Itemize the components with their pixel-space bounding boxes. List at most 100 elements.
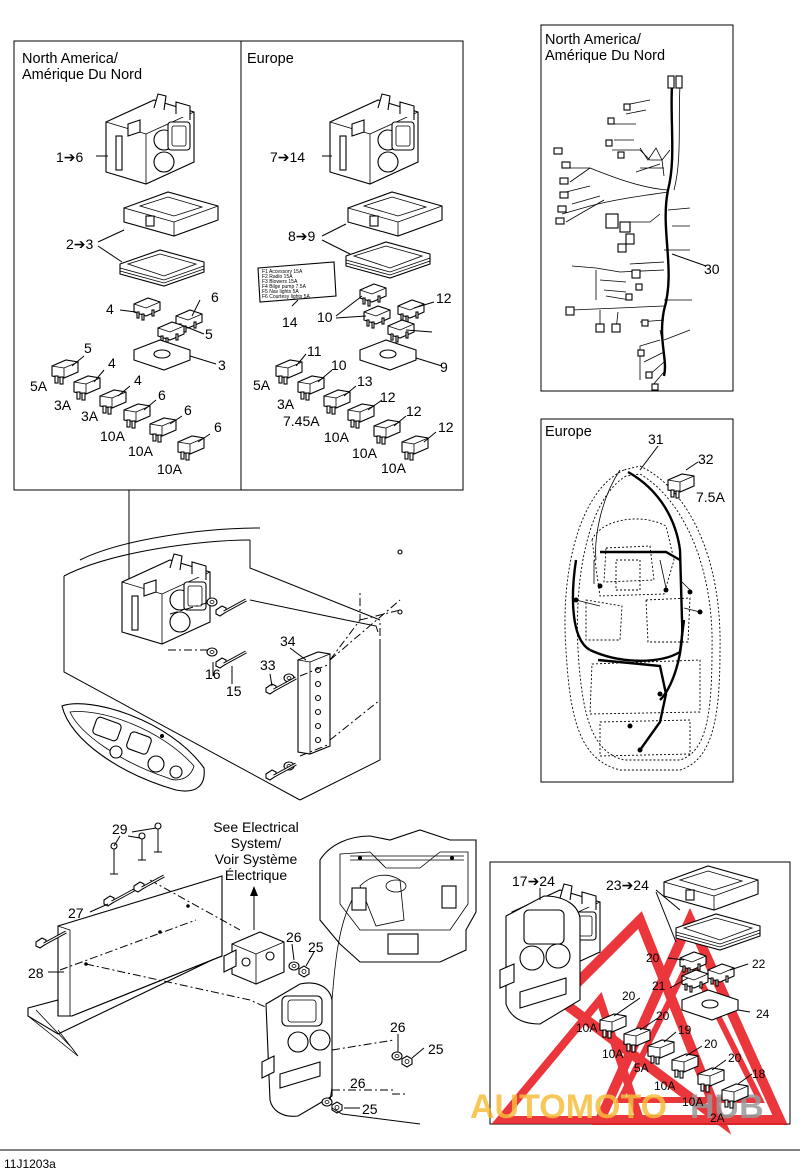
callout-11: 11 bbox=[307, 343, 322, 359]
automotohub-watermark: AUTOMOTO HUB bbox=[470, 907, 788, 1135]
callout-22: 22 bbox=[752, 957, 766, 971]
callout-6: 6 bbox=[211, 289, 219, 305]
install-path bbox=[149, 879, 241, 931]
fuse-plate bbox=[133, 339, 191, 371]
leader-30 bbox=[671, 253, 707, 267]
callout-21: 21 bbox=[652, 979, 666, 993]
relay bbox=[397, 299, 425, 323]
leader-23-24 bbox=[655, 891, 677, 943]
callout-6: 6 bbox=[158, 387, 166, 403]
callout-12: 12 bbox=[406, 403, 422, 419]
screw bbox=[102, 888, 136, 908]
callout-25: 25 bbox=[308, 939, 324, 955]
callout-12: 12 bbox=[436, 290, 452, 306]
harness-panel-title-2: Amérique Du Nord bbox=[545, 48, 665, 64]
callout-5: 5 bbox=[84, 340, 92, 356]
callout-10: 10 bbox=[317, 309, 333, 325]
callout-20: 20 bbox=[656, 1009, 670, 1023]
leader-34 bbox=[289, 647, 307, 661]
callout-5: 5 bbox=[205, 326, 213, 342]
callout-33: 33 bbox=[260, 657, 276, 673]
callout-3: 3 bbox=[218, 357, 226, 373]
fuse-box bbox=[329, 93, 419, 185]
fuse-box bbox=[105, 93, 195, 185]
callout-30: 30 bbox=[704, 261, 720, 277]
callout-12: 12 bbox=[438, 419, 454, 435]
fuse bbox=[347, 403, 375, 429]
callout-20: 20 bbox=[704, 1037, 718, 1051]
callout-25: 25 bbox=[362, 1101, 378, 1117]
callout-10A: 10A bbox=[654, 1079, 675, 1093]
leader-25 bbox=[411, 1047, 425, 1059]
callout-1-6: 1➔6 bbox=[56, 149, 84, 165]
washer bbox=[206, 597, 218, 607]
na-panel-title-2: Amérique Du Nord bbox=[22, 67, 142, 83]
note-line-3: Voir Système bbox=[215, 851, 298, 867]
callout-4: 4 bbox=[106, 301, 114, 317]
install-path bbox=[299, 590, 381, 757]
callout-24: 24 bbox=[756, 1007, 770, 1021]
callout-10A: 10A bbox=[100, 428, 126, 444]
callout-8-9: 8➔9 bbox=[288, 228, 316, 244]
relay bbox=[359, 283, 387, 307]
callout-7.45A: 7.45A bbox=[283, 413, 320, 429]
bus-bar bbox=[297, 651, 331, 755]
harness-panel-frame bbox=[540, 24, 734, 392]
callout-25: 25 bbox=[428, 1041, 444, 1057]
console-harness-path bbox=[331, 899, 353, 1001]
fuse bbox=[671, 1053, 699, 1079]
cover-gasket bbox=[119, 249, 205, 287]
washer bbox=[206, 647, 218, 657]
relay bbox=[133, 297, 161, 321]
eu-panel-title: Europe bbox=[247, 51, 294, 67]
na-panel-title-1: North America/ bbox=[22, 51, 119, 67]
leader-26 bbox=[329, 1087, 333, 1101]
watermark-text-1: AUTOMOTO bbox=[470, 1088, 667, 1126]
callout-26: 26 bbox=[390, 1019, 406, 1035]
boat-top-view bbox=[564, 465, 721, 771]
harness-panel-title-1: North America/ bbox=[545, 32, 642, 48]
callout-10A: 10A bbox=[576, 1021, 597, 1035]
fuse-box-cover bbox=[123, 191, 219, 237]
callout-4: 4 bbox=[134, 372, 142, 388]
fuse-card-line: F6 Courtesy lights 5A bbox=[262, 294, 310, 300]
callout-20: 20 bbox=[728, 1051, 742, 1065]
cover-gasket bbox=[345, 241, 431, 279]
callout-12: 12 bbox=[380, 389, 396, 405]
callout-28: 28 bbox=[28, 965, 44, 981]
na-leader-lines bbox=[71, 155, 217, 443]
callout-23-24: 23➔24 bbox=[606, 877, 649, 893]
fuse bbox=[647, 1039, 675, 1065]
relay bbox=[363, 305, 391, 329]
support-plate bbox=[27, 875, 223, 1057]
callout-10A: 10A bbox=[157, 461, 183, 477]
fuse-panel-frame bbox=[13, 40, 464, 491]
eu-leader-lines bbox=[291, 155, 443, 443]
callout-31: 31 bbox=[648, 431, 664, 447]
callout-6: 6 bbox=[184, 402, 192, 418]
fuse-box bbox=[121, 553, 211, 645]
nut bbox=[401, 1055, 413, 1068]
fuse-card-line: F1 Accessory 15A bbox=[262, 269, 303, 275]
note-line-2: System/ bbox=[231, 835, 282, 851]
leader-33 bbox=[269, 673, 273, 687]
fuse-plate bbox=[359, 339, 417, 371]
callout-10A: 10A bbox=[352, 445, 378, 461]
callout-18: 18 bbox=[752, 1067, 766, 1081]
mounting-point bbox=[397, 549, 403, 555]
fuse-card-line: F4 Bilge pump 7.5A bbox=[262, 284, 307, 290]
fuse-box-cover bbox=[347, 191, 443, 237]
console-rear-view bbox=[319, 829, 477, 963]
callout-3A: 3A bbox=[54, 397, 72, 413]
callout-13: 13 bbox=[357, 373, 373, 389]
boat-harness-panel-title: Europe bbox=[545, 424, 592, 440]
callout-29: 29 bbox=[112, 821, 128, 837]
callout-3A: 3A bbox=[81, 408, 99, 424]
callout-26: 26 bbox=[286, 929, 302, 945]
install-path bbox=[85, 963, 273, 1011]
note-line-4: Électrique bbox=[225, 867, 287, 883]
callout-2A: 2A bbox=[710, 1111, 725, 1125]
fuse-box-detail bbox=[499, 895, 581, 1025]
fuse bbox=[149, 417, 177, 443]
terminal-set bbox=[553, 103, 659, 391]
